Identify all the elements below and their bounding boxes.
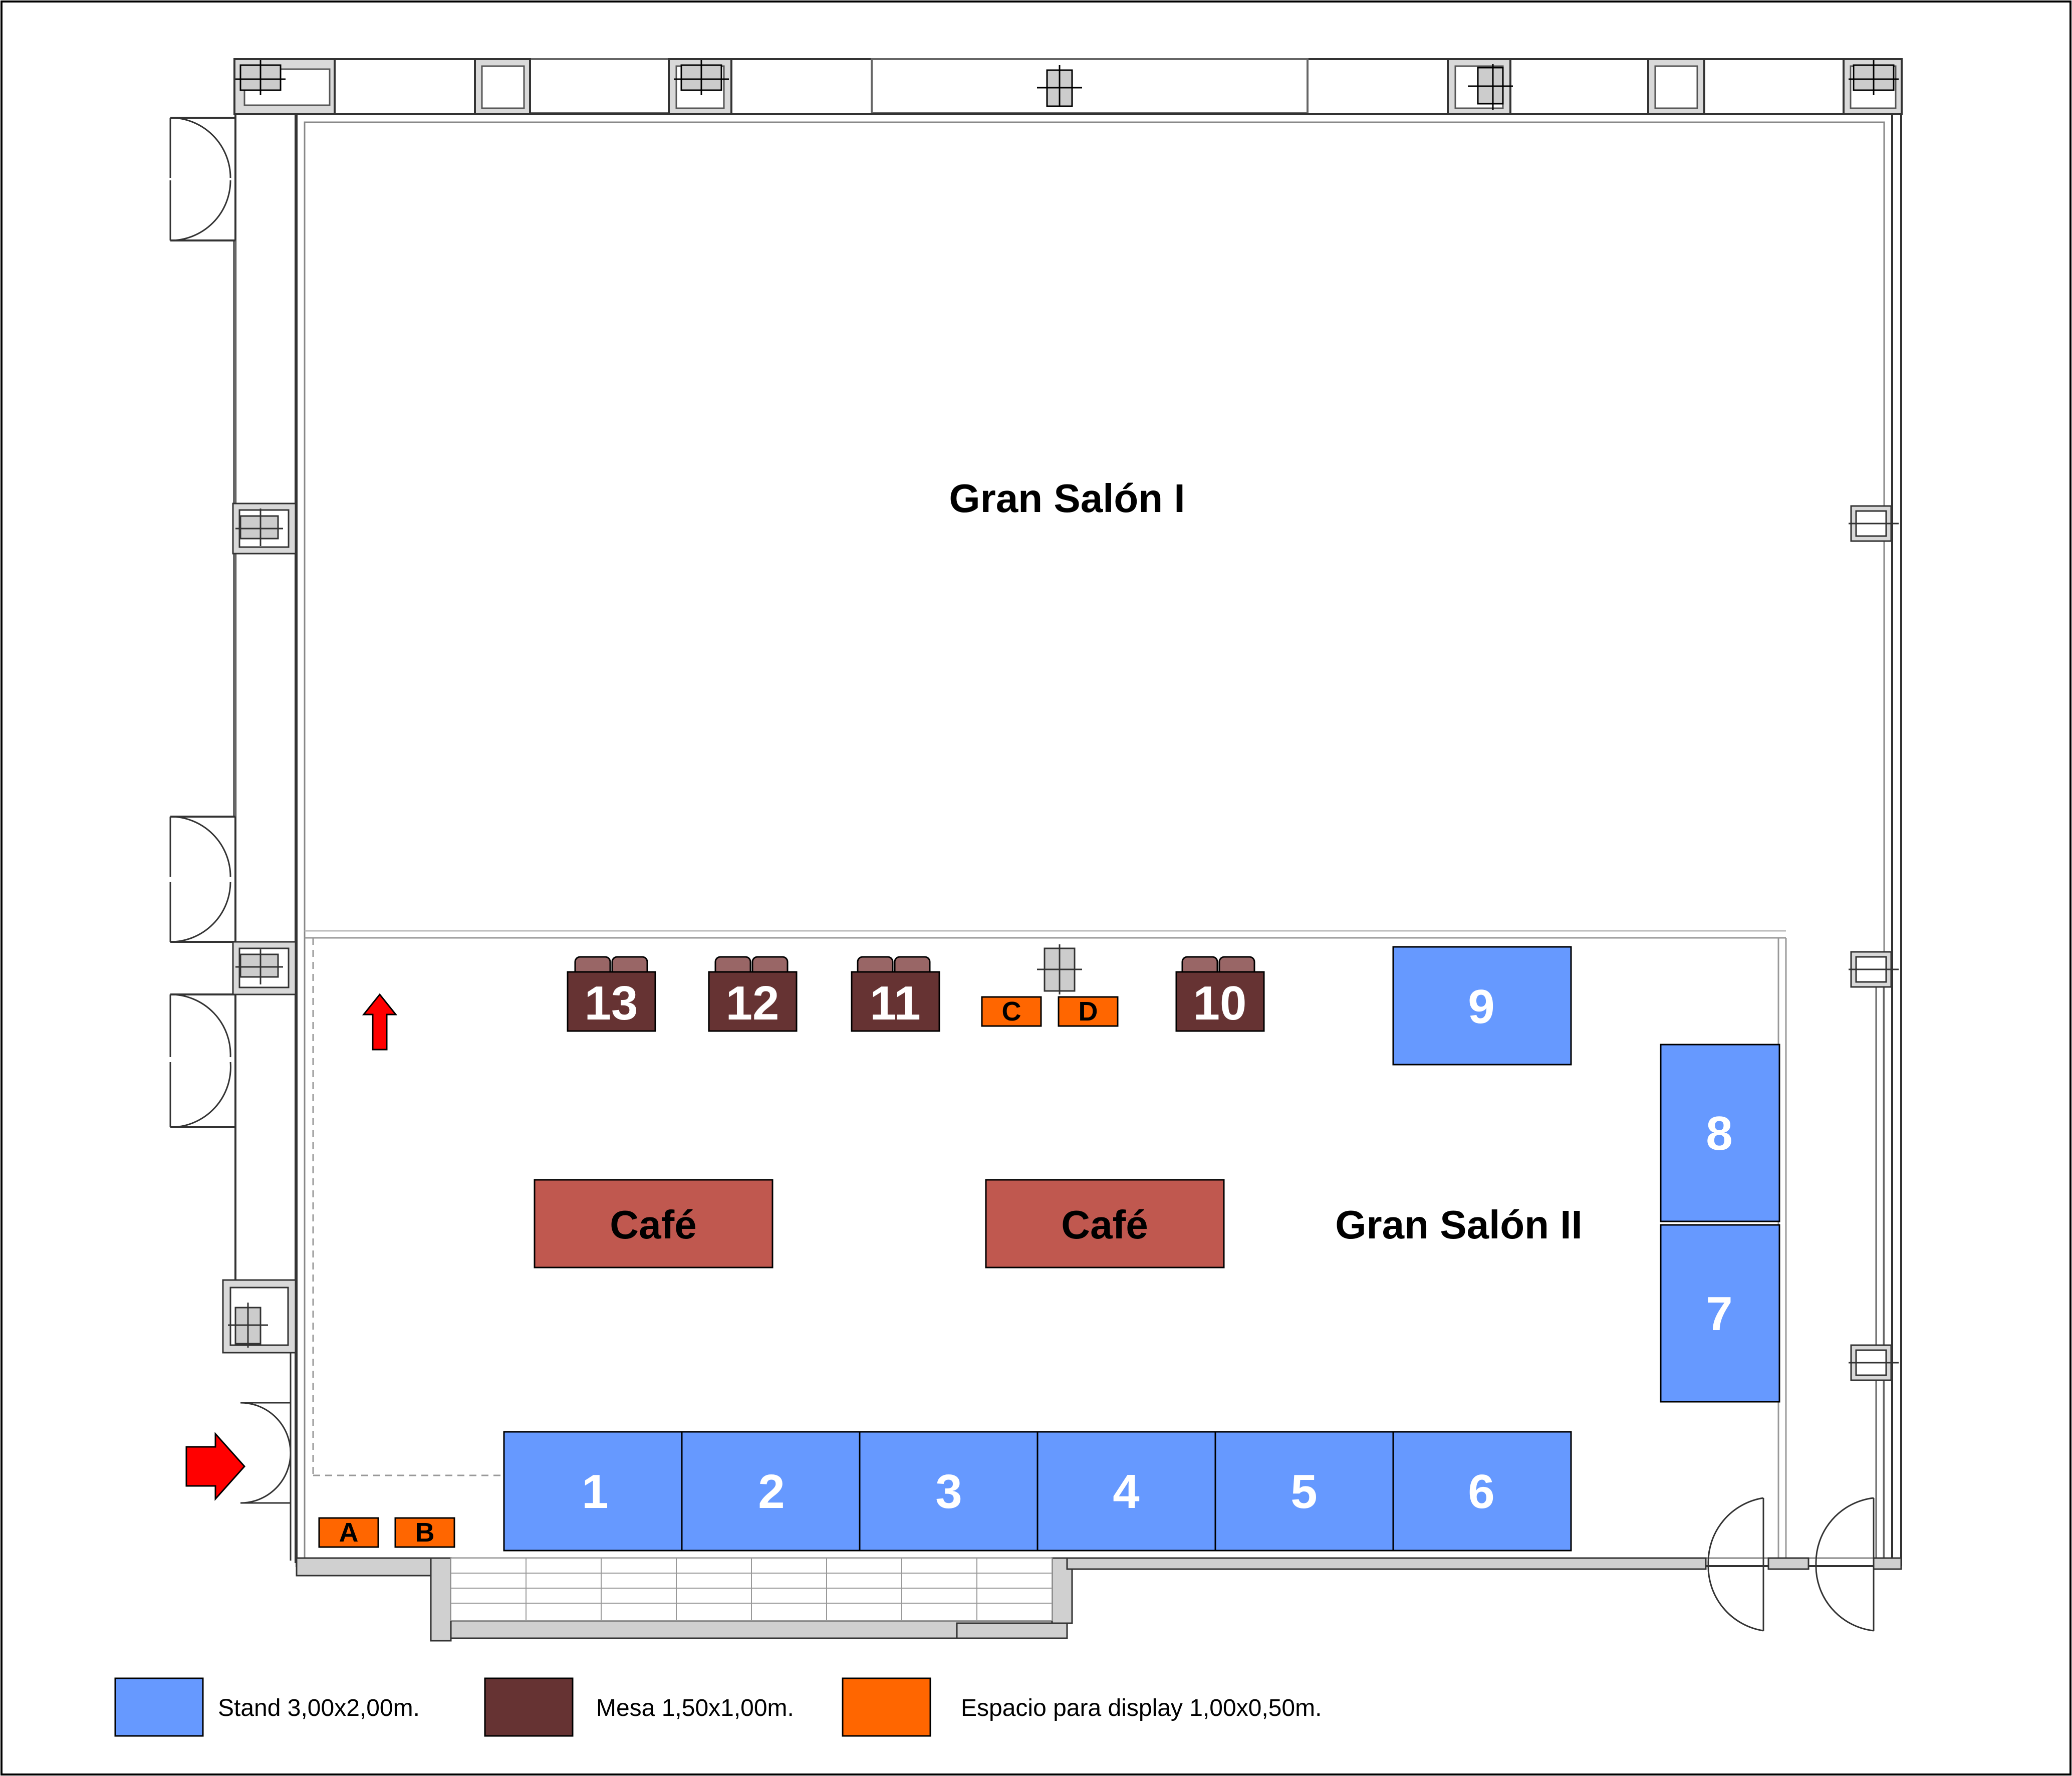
legend-mesa-swatch <box>484 1677 574 1737</box>
stand-3[interactable] <box>859 1431 1039 1552</box>
stand-7[interactable] <box>1660 1224 1780 1403</box>
bottom-right-doors <box>1707 1497 1875 1632</box>
stand-label: 7 <box>1706 1287 1732 1341</box>
stand-label: 2 <box>758 1465 785 1518</box>
left-doors <box>169 117 292 1561</box>
stand-6[interactable] <box>1392 1431 1572 1552</box>
cafe-label: Café <box>610 1202 696 1247</box>
display-b[interactable] <box>394 1517 455 1548</box>
stand-label: 1 <box>582 1465 608 1518</box>
stand-9[interactable] <box>1392 946 1572 1066</box>
arrow-right-icon <box>185 1432 246 1501</box>
stand-labels: 1 2 3 4 5 6 7 8 9 <box>582 980 1732 1518</box>
stairs <box>450 1558 1053 1621</box>
stand-label: 8 <box>1706 1107 1732 1160</box>
mesa-11[interactable] <box>851 956 940 1032</box>
room-label-salon-1: Gran Salón I <box>949 476 1185 521</box>
stand-label: 9 <box>1468 980 1494 1034</box>
legend-mesa-label: Mesa 1,50x1,00m. <box>596 1695 794 1721</box>
legend-stand-swatch <box>114 1677 204 1737</box>
stand-1[interactable] <box>503 1431 683 1552</box>
mesas <box>567 956 1265 1032</box>
top-window <box>871 58 1309 114</box>
stand-label: 3 <box>935 1465 962 1518</box>
stand-2[interactable] <box>681 1431 861 1552</box>
mesa-label: 11 <box>870 976 920 1030</box>
display-a[interactable] <box>318 1517 379 1548</box>
display-d[interactable] <box>1058 996 1119 1027</box>
stands <box>503 946 1780 1552</box>
mesa-label: 13 <box>585 976 638 1030</box>
right-columns <box>1849 505 1899 1381</box>
display-label: C <box>1002 996 1021 1027</box>
display-labels: A B C D <box>339 996 1098 1548</box>
mesa-13[interactable] <box>567 956 656 1032</box>
building-walls <box>233 58 1903 115</box>
mesa-label: 12 <box>726 976 780 1030</box>
stand-8[interactable] <box>1660 1044 1780 1222</box>
legend-display-swatch <box>842 1677 931 1737</box>
display-label: D <box>1079 996 1098 1027</box>
cafe-area-left[interactable] <box>534 1179 773 1268</box>
legend: Stand 3,00x2,00m. Mesa 1,50x1,00m. Espac… <box>114 1677 1322 1737</box>
display-label: B <box>415 1517 435 1548</box>
center-column <box>1037 944 1082 994</box>
stand-label: 5 <box>1290 1465 1317 1518</box>
mesa-10[interactable] <box>1175 956 1265 1032</box>
legend-display-label: Espacio para display 1,00x0,50m. <box>961 1695 1322 1721</box>
arrow-up-icon <box>362 993 398 1051</box>
display-c[interactable] <box>981 996 1042 1027</box>
stand-label: 6 <box>1468 1465 1494 1518</box>
mesa-12[interactable] <box>708 956 798 1032</box>
stand-label: 4 <box>1113 1465 1139 1518</box>
cafe-label: Café <box>1061 1202 1148 1247</box>
room-label-salon-2: Gran Salón II <box>1335 1202 1582 1247</box>
mesa-label: 10 <box>1193 976 1247 1030</box>
mesa-labels: 13 12 11 10 <box>585 976 1247 1030</box>
displays <box>318 996 1119 1548</box>
left-columns <box>222 502 297 1354</box>
stand-4[interactable] <box>1037 1431 1216 1552</box>
legend-stand-label: Stand 3,00x2,00m. <box>218 1695 420 1721</box>
display-label: A <box>339 1517 359 1548</box>
stand-5[interactable] <box>1214 1431 1394 1552</box>
cafe-area-right[interactable] <box>985 1179 1225 1268</box>
